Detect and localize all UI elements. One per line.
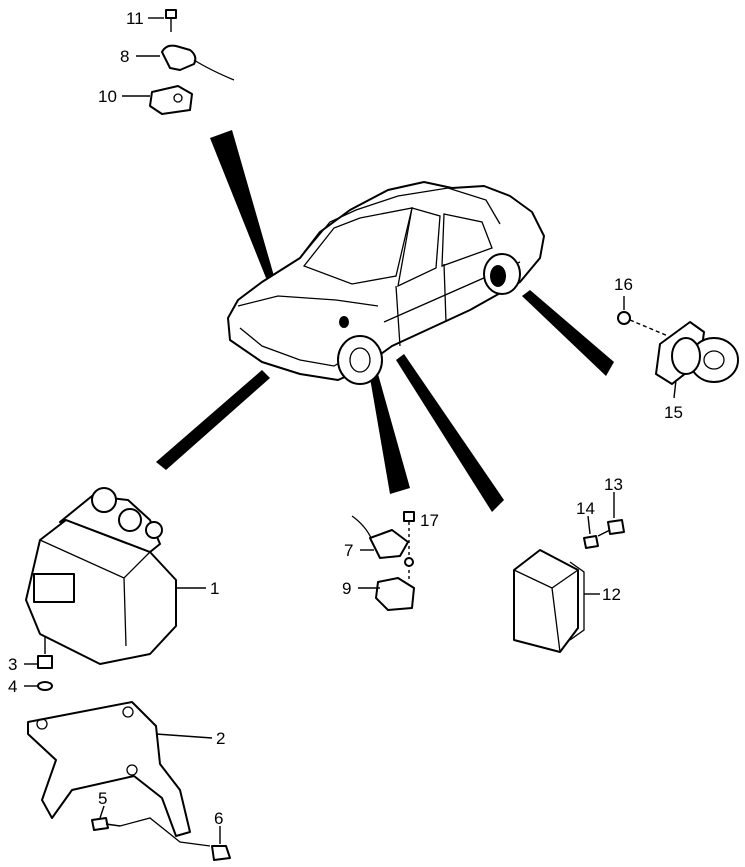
nut-6-icon <box>211 845 231 861</box>
sensor-bracket-9-icon <box>375 577 415 611</box>
rear-sensor-cable <box>351 515 373 541</box>
bolt-17-icon <box>403 511 415 522</box>
mounting-bracket-2-icon <box>27 701 191 837</box>
bolt-11-icon <box>165 9 177 19</box>
washer-4-icon <box>37 681 53 691</box>
callout-5: 5 <box>98 789 107 808</box>
nut-16-icon <box>617 311 631 325</box>
sensor-bracket-10-icon <box>149 85 193 115</box>
callout-1: 1 <box>210 579 219 598</box>
fasteners-3-4 <box>24 636 53 691</box>
callout-2: 2 <box>216 729 225 748</box>
callout-9: 9 <box>342 579 351 598</box>
rear-sensor-group <box>351 511 415 611</box>
bolt-13-icon <box>607 519 625 535</box>
sensor-cable <box>193 59 235 81</box>
pointer-wedges <box>156 130 614 512</box>
bolt-5-icon <box>91 817 109 831</box>
pointer-to-control-module <box>396 354 504 512</box>
front-wheel <box>337 335 383 385</box>
leader-14 <box>587 515 591 535</box>
nut-3-icon <box>37 655 53 669</box>
abs-hydraulic-unit <box>25 487 206 665</box>
callout-labels: 11 8 10 16 15 13 14 12 17 7 9 1 3 4 2 5 … <box>8 9 683 828</box>
abs-connector <box>33 573 75 603</box>
front-wheel-sensor-icon <box>161 44 197 71</box>
callout-14: 14 <box>576 499 595 518</box>
car-hood-line <box>237 295 379 307</box>
sedan-illustration <box>227 181 545 385</box>
pointer-to-wheel-hub <box>522 290 614 376</box>
callout-17: 17 <box>420 511 439 530</box>
pointer-to-abs-unit <box>156 370 270 470</box>
callout-11: 11 <box>126 9 144 28</box>
leader-15 <box>673 379 677 399</box>
callout-12: 12 <box>602 585 621 604</box>
rear-wheel-center <box>490 265 506 287</box>
abs-sensor-mark-front <box>339 316 349 328</box>
leader-2 <box>155 733 213 739</box>
front-sensor-group <box>122 9 235 115</box>
callout-10: 10 <box>98 87 117 106</box>
car-roof-line <box>299 187 501 259</box>
callout-13: 13 <box>604 475 623 494</box>
front-wheel-hub <box>349 347 371 373</box>
callout-3: 3 <box>8 655 17 674</box>
callout-15: 15 <box>664 403 683 422</box>
mounting-bracket-group <box>27 701 231 861</box>
callout-4: 4 <box>8 677 17 696</box>
pointer-to-front-sensor <box>210 130 274 278</box>
car-body-outline <box>227 181 545 381</box>
pointer-to-rear-sensor <box>370 374 410 494</box>
car-side-windows <box>397 207 493 288</box>
wheel-hub-group <box>617 296 739 399</box>
callout-7: 7 <box>344 541 353 560</box>
control-module-group <box>513 492 625 653</box>
rear-wheel-sensor-7-icon <box>369 529 409 559</box>
washer-14-icon <box>583 535 599 549</box>
leader-5 <box>99 805 105 819</box>
callout-16: 16 <box>614 275 633 294</box>
callout-8: 8 <box>120 47 129 66</box>
callout-6: 6 <box>214 809 223 828</box>
control-module-icon <box>513 549 579 653</box>
